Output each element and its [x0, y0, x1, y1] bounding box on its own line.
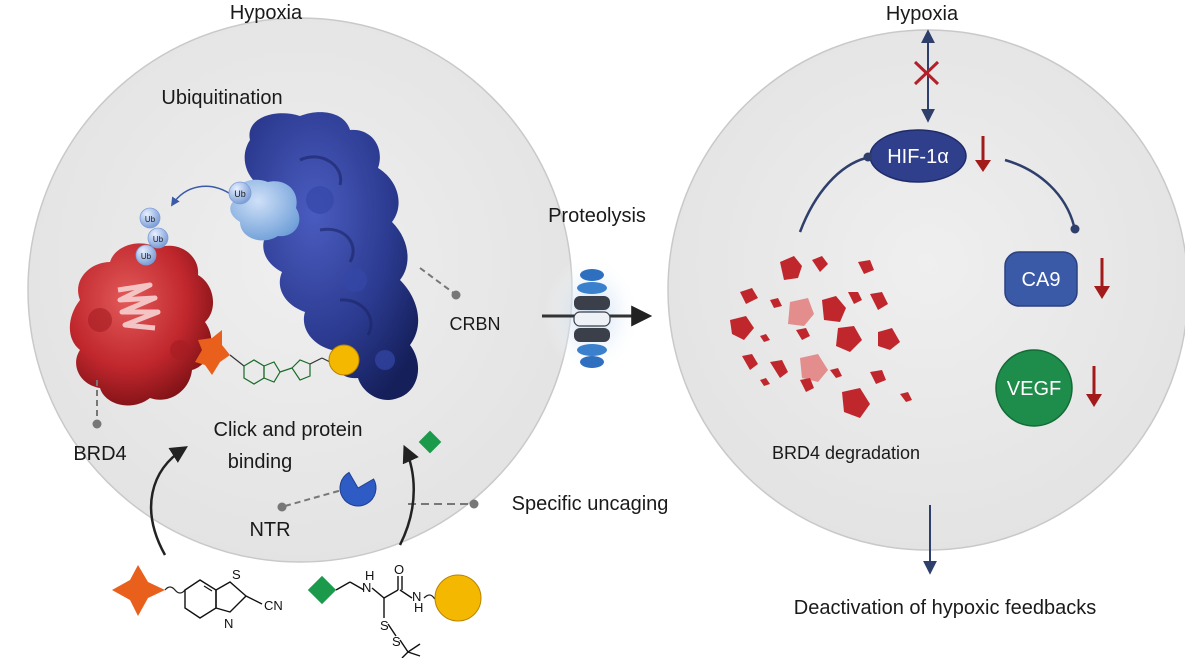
chem-s1: S: [232, 567, 241, 582]
ub-sphere-icon: [135, 244, 157, 266]
yellow-ligand: [328, 344, 360, 376]
click-arrow-right: [398, 444, 419, 546]
ca9-node: [1004, 251, 1078, 307]
arc-dot-hif: [863, 152, 873, 162]
proteolysis-label: Proteolysis: [548, 205, 646, 227]
green-cage: [418, 430, 442, 454]
chem-h2: H: [414, 600, 423, 615]
chem-o: O: [394, 562, 404, 577]
ub-label-1: Ub: [234, 189, 246, 199]
brd4-label: BRD4: [73, 443, 126, 465]
orange-warhead: [195, 330, 230, 375]
down-arrow-icon: [1094, 258, 1110, 299]
chem-n1: N: [224, 616, 233, 631]
specific-uncaging-label: Specific uncaging: [512, 493, 669, 515]
ub-sphere-icon: [139, 207, 161, 229]
chem-s2: S: [380, 618, 389, 633]
ntr-pointer-dot: [277, 502, 287, 512]
ub-sphere-icon: Ub: [228, 181, 252, 205]
uncaging-pointer-dot: [469, 499, 479, 509]
ubiquitination-label: Ubiquitination: [161, 87, 282, 109]
ub-label-2: Ub: [145, 215, 156, 224]
ub-label-4: Ub: [141, 252, 152, 261]
chem-cn: CN: [264, 598, 283, 613]
brd4-degradation-label: BRD4 degradation: [772, 443, 920, 463]
chem-n2: N: [362, 580, 371, 595]
click-binding-line2: binding: [228, 451, 293, 473]
hif-label: HIF-1α: [887, 146, 949, 168]
orange-star: [112, 565, 165, 616]
yellow-ligand-bottom: [434, 574, 482, 622]
right-panel: HIF-1α CA9 VEGF: [667, 3, 1185, 619]
ub-transfer-arrow: [171, 185, 233, 207]
click-arrow-left: [150, 446, 188, 556]
proteasome-icon: [573, 269, 611, 368]
down-arrow-icon: [1086, 366, 1102, 407]
cys-structure: H N O H N S S: [307, 562, 482, 658]
vegf-label: VEGF: [1007, 378, 1061, 400]
crbn-pointer: [419, 267, 456, 295]
ntr-enzyme: [339, 471, 377, 507]
ca9-label: CA9: [1022, 269, 1061, 291]
ub-sphere-icon: [147, 227, 169, 249]
deactivation-label: Deactivation of hypoxic feedbacks: [794, 597, 1096, 619]
chem-h1: H: [365, 568, 374, 583]
middle-section: Proteolysis: [542, 205, 653, 375]
chem-n3: N: [412, 589, 421, 604]
arc-dot-ca9: [1070, 224, 1080, 234]
green-diamond: [307, 575, 337, 605]
ub-label-3: Ub: [153, 235, 164, 244]
hif-to-ca9-arc: [1004, 158, 1076, 227]
right-hypoxia-title: Hypoxia: [886, 3, 959, 25]
ntr-label: NTR: [249, 519, 290, 541]
brd4-pointer-dot: [92, 419, 102, 429]
ub-chain: Ub Ub Ub: [135, 207, 169, 266]
click-binding-line1: Click and protein: [214, 419, 363, 441]
brd4-fragments: [730, 256, 912, 418]
vegf-node: [995, 349, 1073, 427]
brd4-to-hif-arc: [798, 156, 867, 233]
cross-icon: [913, 60, 940, 86]
protac-linker: [195, 330, 360, 385]
crbn-label: CRBN: [449, 314, 500, 334]
left-hypoxia-title: Hypoxia: [230, 2, 303, 24]
chem-s3: S: [392, 634, 401, 649]
brd4-protein: [69, 243, 214, 406]
crbn-pointer-dot: [451, 290, 461, 300]
left-panel: Ub Ub Ub Ub: [27, 2, 669, 658]
down-arrow-icon: [975, 136, 991, 172]
cbt-structure: S N CN: [112, 565, 283, 631]
